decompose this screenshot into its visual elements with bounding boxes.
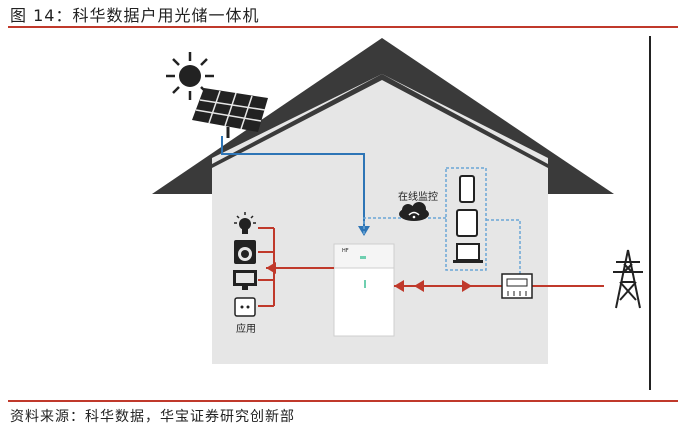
laptop-icon: [453, 243, 483, 263]
grid-arrow-right-icon: [462, 280, 472, 292]
bulb-icon: [234, 212, 256, 234]
grid-arrow-mid-icon: [414, 280, 424, 292]
diagram-canvas: HF 应用 在线监控: [152, 36, 651, 390]
solar-panel-icon: [192, 88, 268, 138]
bottom-divider: [8, 400, 678, 402]
meter-icon: [501, 273, 533, 299]
phone-icon: [459, 175, 475, 203]
load-branch-lines: [258, 227, 275, 307]
appliances-label: 应用: [236, 322, 256, 335]
top-divider: [8, 26, 678, 28]
svg-text:HF: HF: [342, 248, 349, 254]
wifi-cloud-icon: [399, 202, 429, 221]
washing-machine-icon: [234, 240, 256, 264]
figure-source: 资料来源：科华数据，华宝证券研究创新部: [10, 409, 295, 425]
tablet-icon: [456, 209, 478, 237]
socket-icon: [234, 297, 256, 317]
power-tower-icon: [613, 249, 643, 309]
grid-arrow-left-icon: [394, 280, 404, 292]
pv-dc-line: [221, 136, 365, 232]
monitor-label: 在线监控: [398, 190, 438, 203]
energy-storage-unit: HF: [333, 243, 395, 337]
figure-title: 图 14：科华数据户用光储一体机: [10, 6, 260, 25]
monitor-icon: [233, 270, 257, 290]
sun-icon: [166, 52, 214, 100]
